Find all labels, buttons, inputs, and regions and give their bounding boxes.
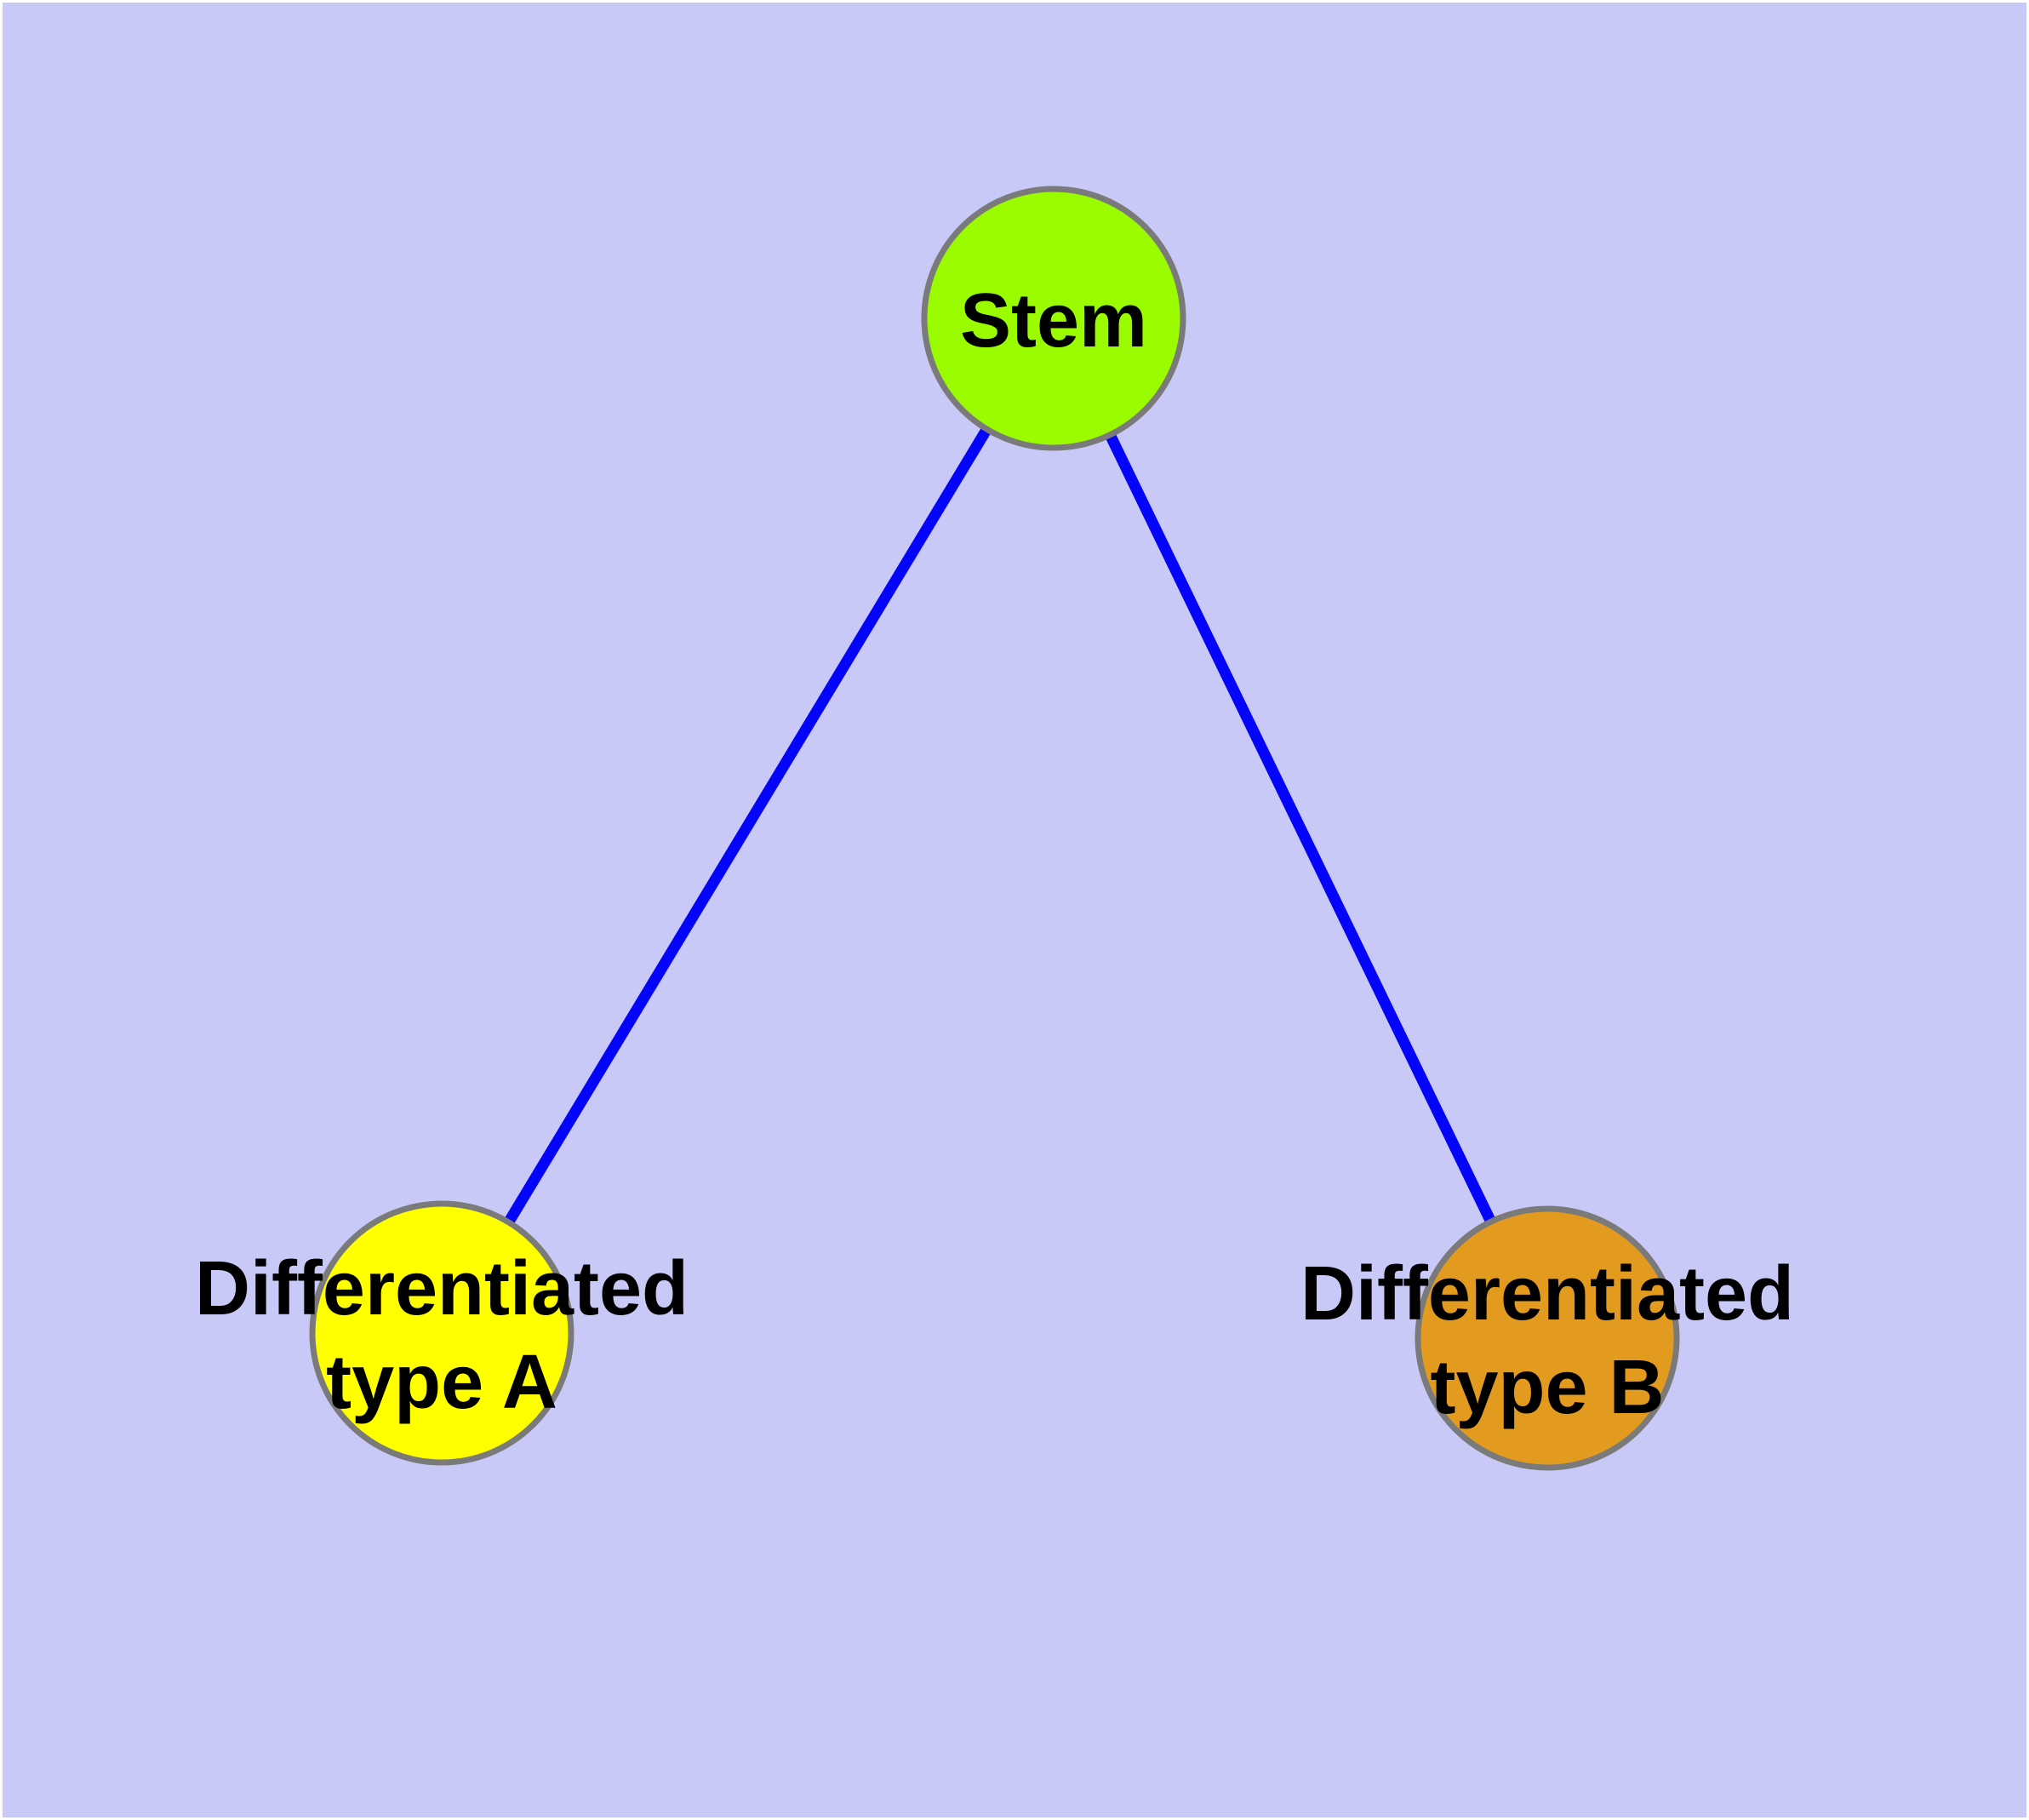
node-diff-type-a: Differentiated type A (195, 1200, 689, 1466)
node-diff-type-b: Differentiated type B (1300, 1205, 1794, 1471)
node-diff-type-a-label: Differentiated type A (195, 1246, 689, 1425)
node-diff-type-b-label: Differentiated type B (1300, 1251, 1794, 1430)
node-stem-label-line: Stem (960, 278, 1147, 363)
node-diff-type-b-label-line: type B (1430, 1345, 1664, 1430)
edges-layer (437, 315, 1552, 1341)
edge-stem-to-diff-type-b (1049, 316, 1552, 1341)
node-diff-type-b-circle (1415, 1205, 1680, 1471)
node-diff-type-a-label-line: Differentiated (195, 1246, 689, 1331)
node-stem-label: Stem (960, 278, 1147, 363)
node-diff-type-a-circle (309, 1200, 574, 1466)
edge-stem-to-diff-type-a (437, 315, 1059, 1336)
node-stem: Stem (921, 186, 1186, 451)
node-stem-circle (921, 186, 1186, 451)
node-diff-type-a-label-line: type A (326, 1340, 557, 1425)
node-diff-type-b-label-line: Differentiated (1300, 1251, 1794, 1336)
